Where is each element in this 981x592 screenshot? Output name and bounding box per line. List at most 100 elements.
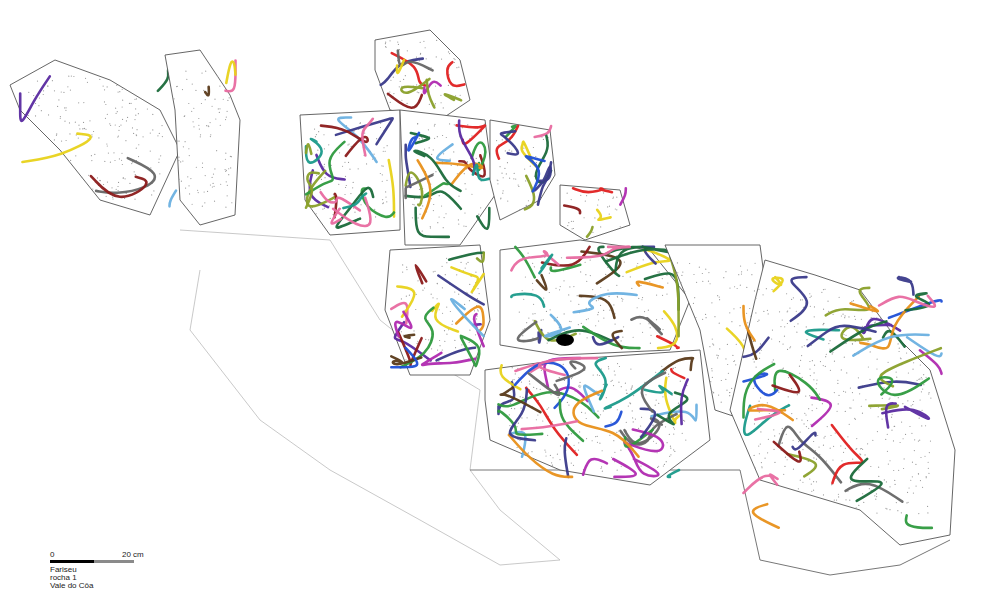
engraved-line	[526, 156, 545, 191]
stipple	[310, 122, 389, 220]
engraved-line	[397, 60, 404, 73]
engraved-line	[898, 277, 914, 294]
engraved-line	[447, 62, 464, 86]
engraved-line	[851, 459, 882, 501]
engraved-line	[306, 172, 319, 207]
rock-panel	[385, 245, 490, 375]
engraved-line	[406, 173, 422, 206]
stipple	[496, 136, 549, 210]
stipple	[385, 40, 461, 109]
black-mark	[556, 334, 574, 346]
engraved-line	[445, 94, 461, 100]
engraved-line	[605, 412, 621, 427]
engraved-line	[518, 322, 538, 341]
engraved-line	[671, 369, 684, 378]
rock-panel	[490, 120, 555, 220]
stipple	[753, 288, 932, 514]
engraved-line	[22, 134, 90, 162]
engraved-line	[405, 335, 414, 338]
engraved-line	[808, 326, 876, 346]
engraved-line	[744, 338, 769, 357]
engraved-line	[333, 198, 370, 226]
engraved-line	[509, 435, 572, 477]
engraved-line	[605, 371, 663, 408]
engraved-line	[793, 433, 816, 450]
engraved-line	[477, 208, 489, 229]
scale-label: 0	[50, 551, 54, 559]
scale-bar	[94, 560, 134, 563]
engraved-line	[529, 373, 560, 395]
caption-line: Fariseu	[50, 566, 77, 574]
engraved-line	[641, 409, 655, 438]
engraved-line	[853, 335, 928, 356]
engraved-line	[473, 165, 489, 180]
engraved-line	[362, 119, 372, 156]
engraved-line	[501, 388, 541, 413]
engraved-line	[432, 304, 458, 332]
engraved-line	[681, 380, 688, 425]
rock-panel	[485, 350, 710, 485]
engraved-line	[567, 247, 630, 258]
engraved-line	[416, 208, 449, 237]
engraved-line	[583, 459, 607, 475]
engraved-line	[526, 388, 577, 455]
engraved-line	[564, 206, 580, 214]
engraved-line	[539, 358, 597, 375]
engraved-line	[755, 409, 779, 420]
engraved-line	[753, 504, 779, 528]
engraved-line	[645, 386, 672, 394]
engraved-line	[882, 407, 929, 419]
engraved-line	[662, 358, 693, 371]
engraved-line	[879, 296, 935, 307]
engraved-line	[392, 53, 426, 85]
engraved-line	[416, 265, 427, 283]
engraved-line	[408, 133, 419, 151]
engraved-line	[499, 392, 599, 417]
engraved-line	[906, 515, 932, 527]
engraved-line	[574, 391, 639, 457]
engraved-line	[461, 336, 479, 366]
engraved-line	[397, 286, 414, 316]
stipple	[173, 71, 232, 208]
engraved-line	[205, 87, 209, 96]
engraved-line	[573, 188, 612, 192]
engraved-line	[389, 160, 394, 217]
engraved-line	[846, 484, 903, 502]
engraved-line	[306, 144, 311, 154]
engraved-line	[459, 120, 474, 173]
engraved-line	[477, 253, 484, 262]
engraved-line	[170, 191, 177, 207]
engraved-line	[560, 400, 583, 441]
engraved-line	[886, 403, 896, 427]
stipple	[411, 123, 485, 232]
engraved-line	[832, 425, 862, 483]
rock-panel	[165, 50, 240, 225]
engraved-line	[226, 61, 236, 92]
engraved-line	[773, 375, 800, 393]
rock-panel	[300, 110, 400, 235]
engraved-line	[497, 126, 518, 159]
rock-panel	[730, 260, 955, 545]
caption-line: Vale do Côa	[50, 582, 93, 590]
engraved-line	[597, 210, 610, 220]
engraved-line	[744, 475, 778, 493]
engraved-line	[96, 158, 155, 193]
engraved-line	[613, 459, 636, 477]
engraved-line	[851, 303, 878, 311]
engraved-line	[869, 405, 898, 409]
engraved-line	[406, 191, 461, 208]
engraved-line	[535, 126, 551, 137]
engraved-line	[565, 438, 569, 477]
engraved-line	[540, 255, 553, 273]
engraved-line	[749, 405, 793, 420]
rock-panel	[375, 30, 470, 120]
engraved-line	[631, 317, 661, 334]
engraved-line	[557, 361, 585, 380]
engraved-line	[427, 80, 435, 108]
engraved-line	[438, 276, 483, 305]
engraved-line	[226, 61, 235, 83]
scale-bar	[50, 560, 94, 563]
engraved-line	[388, 94, 422, 108]
engraved-line	[878, 377, 929, 395]
engraved-line	[620, 188, 625, 204]
